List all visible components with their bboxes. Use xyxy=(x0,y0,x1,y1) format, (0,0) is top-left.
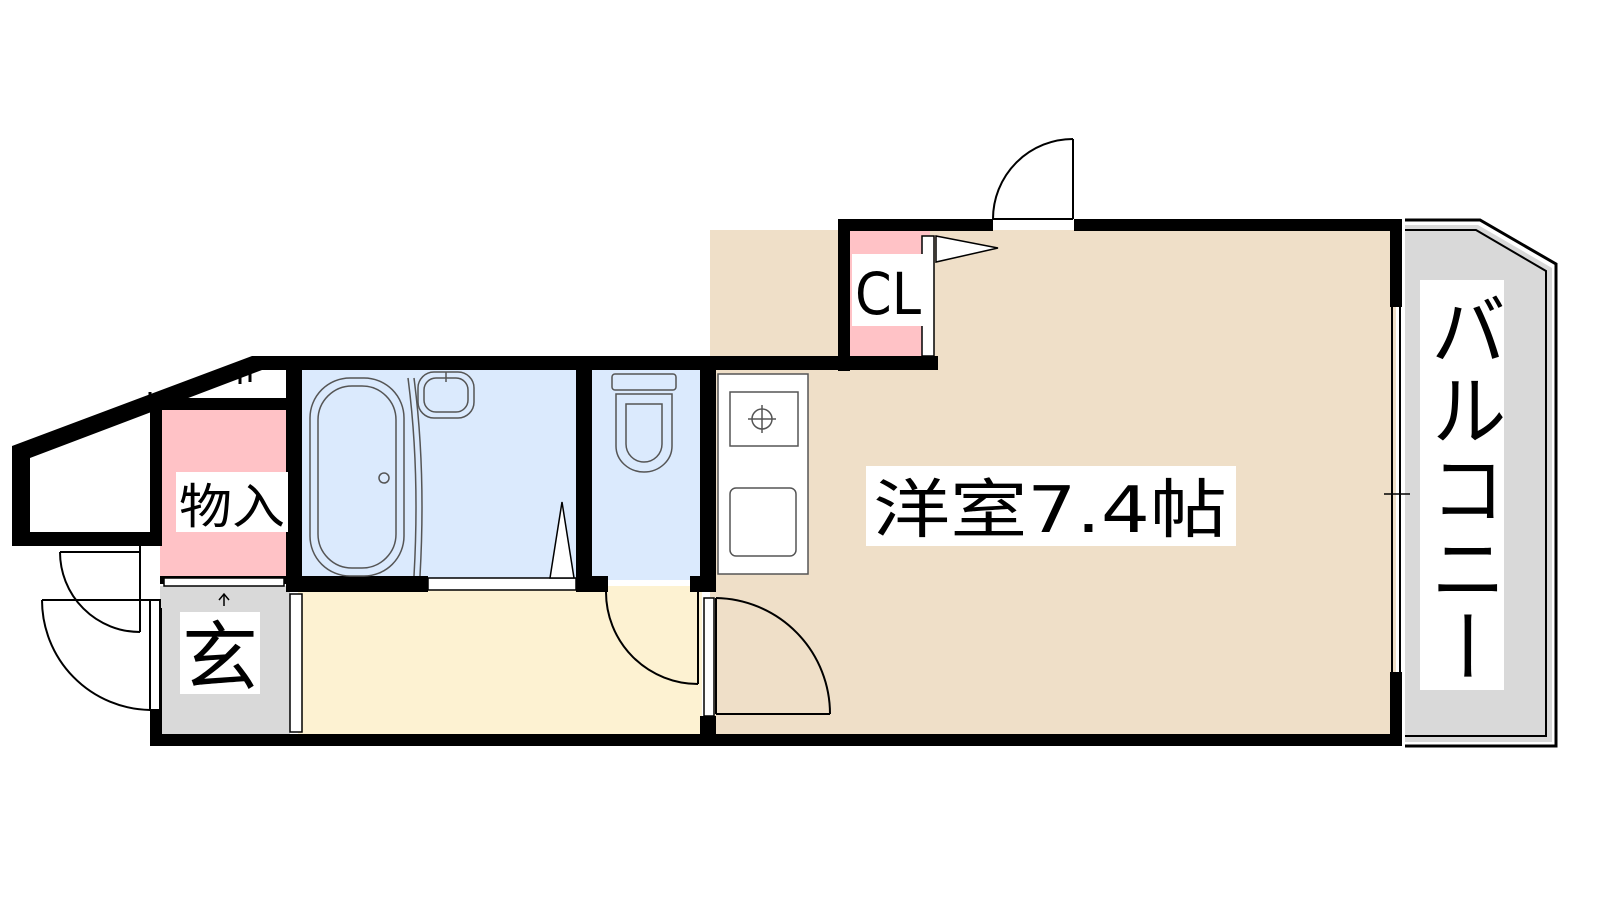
storage-door xyxy=(163,577,285,587)
shower-curtain-2 xyxy=(413,377,423,577)
toilet-door xyxy=(605,591,699,685)
toilet-fill xyxy=(588,366,704,580)
balcony-label-group: バルコニー xyxy=(1418,280,1507,690)
front-door xyxy=(41,546,161,711)
kitchen-counter xyxy=(717,373,809,575)
entrance-door-frame xyxy=(289,593,303,733)
closet-label: CL xyxy=(855,260,921,328)
bathroom-fill xyxy=(298,366,580,580)
balcony-window xyxy=(1384,307,1410,672)
walls xyxy=(150,219,1402,746)
hallway-fill xyxy=(298,586,702,738)
storage-label-group: 物入 xyxy=(176,472,288,535)
sink-icon xyxy=(417,371,475,419)
closet-door xyxy=(921,235,999,357)
balcony-label: バルコニー xyxy=(1418,290,1507,686)
western-room-label: 洋室7.4帖 xyxy=(873,474,1227,548)
western-room-label-group: 洋室7.4帖 xyxy=(866,466,1236,548)
western-room-top-extension xyxy=(930,230,1396,370)
entrance-label: 玄 xyxy=(182,613,258,702)
storage-label: 物入 xyxy=(179,479,285,535)
western-room-door xyxy=(703,597,831,717)
balcony-rail-inner xyxy=(1405,229,1547,737)
balcony-rail xyxy=(1405,218,1558,748)
closet-label-group: CL xyxy=(852,254,924,328)
entrance-arrow xyxy=(218,592,230,601)
entrance-label-group: 玄 xyxy=(180,612,260,702)
bathtub-icon xyxy=(309,377,405,577)
main-room-top-door xyxy=(992,138,1074,220)
bathroom-sliding-door xyxy=(427,501,577,591)
toilet-icon xyxy=(611,373,677,473)
shower-curtain xyxy=(407,377,417,577)
porch-hatch-2 xyxy=(213,371,242,386)
